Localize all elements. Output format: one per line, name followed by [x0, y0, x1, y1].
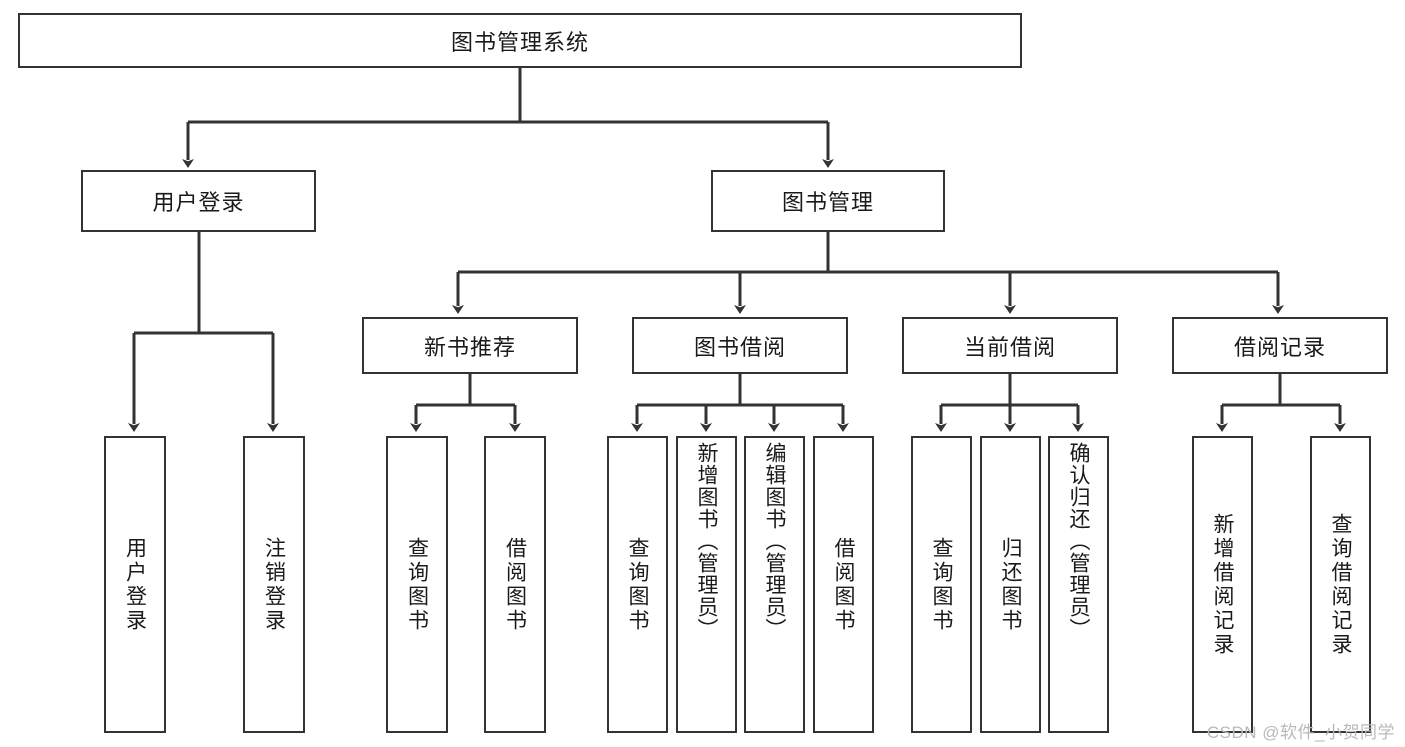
node-leaf-borrow-book-2[interactable]: 借阅图书 [813, 436, 874, 733]
node-leaf-add-book[interactable]: 新增图书（管理员） [676, 436, 737, 733]
node-new-book-recommend[interactable]: 新书推荐 [362, 317, 578, 374]
node-leaf-query-book-2[interactable]: 查询图书 [607, 436, 668, 733]
node-borrow-record[interactable]: 借阅记录 [1172, 317, 1388, 374]
node-leaf-add-record[interactable]: 新增借阅记录 [1192, 436, 1253, 733]
node-leaf-query-record[interactable]: 查询借阅记录 [1310, 436, 1371, 733]
node-leaf-query-book-3[interactable]: 查询图书 [911, 436, 972, 733]
node-leaf-edit-book[interactable]: 编辑图书（管理员） [744, 436, 805, 733]
node-leaf-borrow-book-1[interactable]: 借阅图书 [484, 436, 546, 733]
node-leaf-return-book[interactable]: 归还图书 [980, 436, 1041, 733]
node-leaf-logout-login[interactable]: 注销登录 [243, 436, 305, 733]
node-book-manage[interactable]: 图书管理 [711, 170, 945, 232]
csdn-watermark: CSDN @软件_小贺同学 [1206, 723, 1395, 742]
node-current-borrow[interactable]: 当前借阅 [902, 317, 1118, 374]
node-leaf-query-book-1[interactable]: 查询图书 [386, 436, 448, 733]
node-root-system[interactable]: 图书管理系统 [18, 13, 1022, 68]
node-leaf-user-login[interactable]: 用户登录 [104, 436, 166, 733]
node-book-borrow[interactable]: 图书借阅 [632, 317, 848, 374]
node-leaf-confirm-return[interactable]: 确认归还（管理员） [1048, 436, 1109, 733]
node-user-login[interactable]: 用户登录 [81, 170, 316, 232]
